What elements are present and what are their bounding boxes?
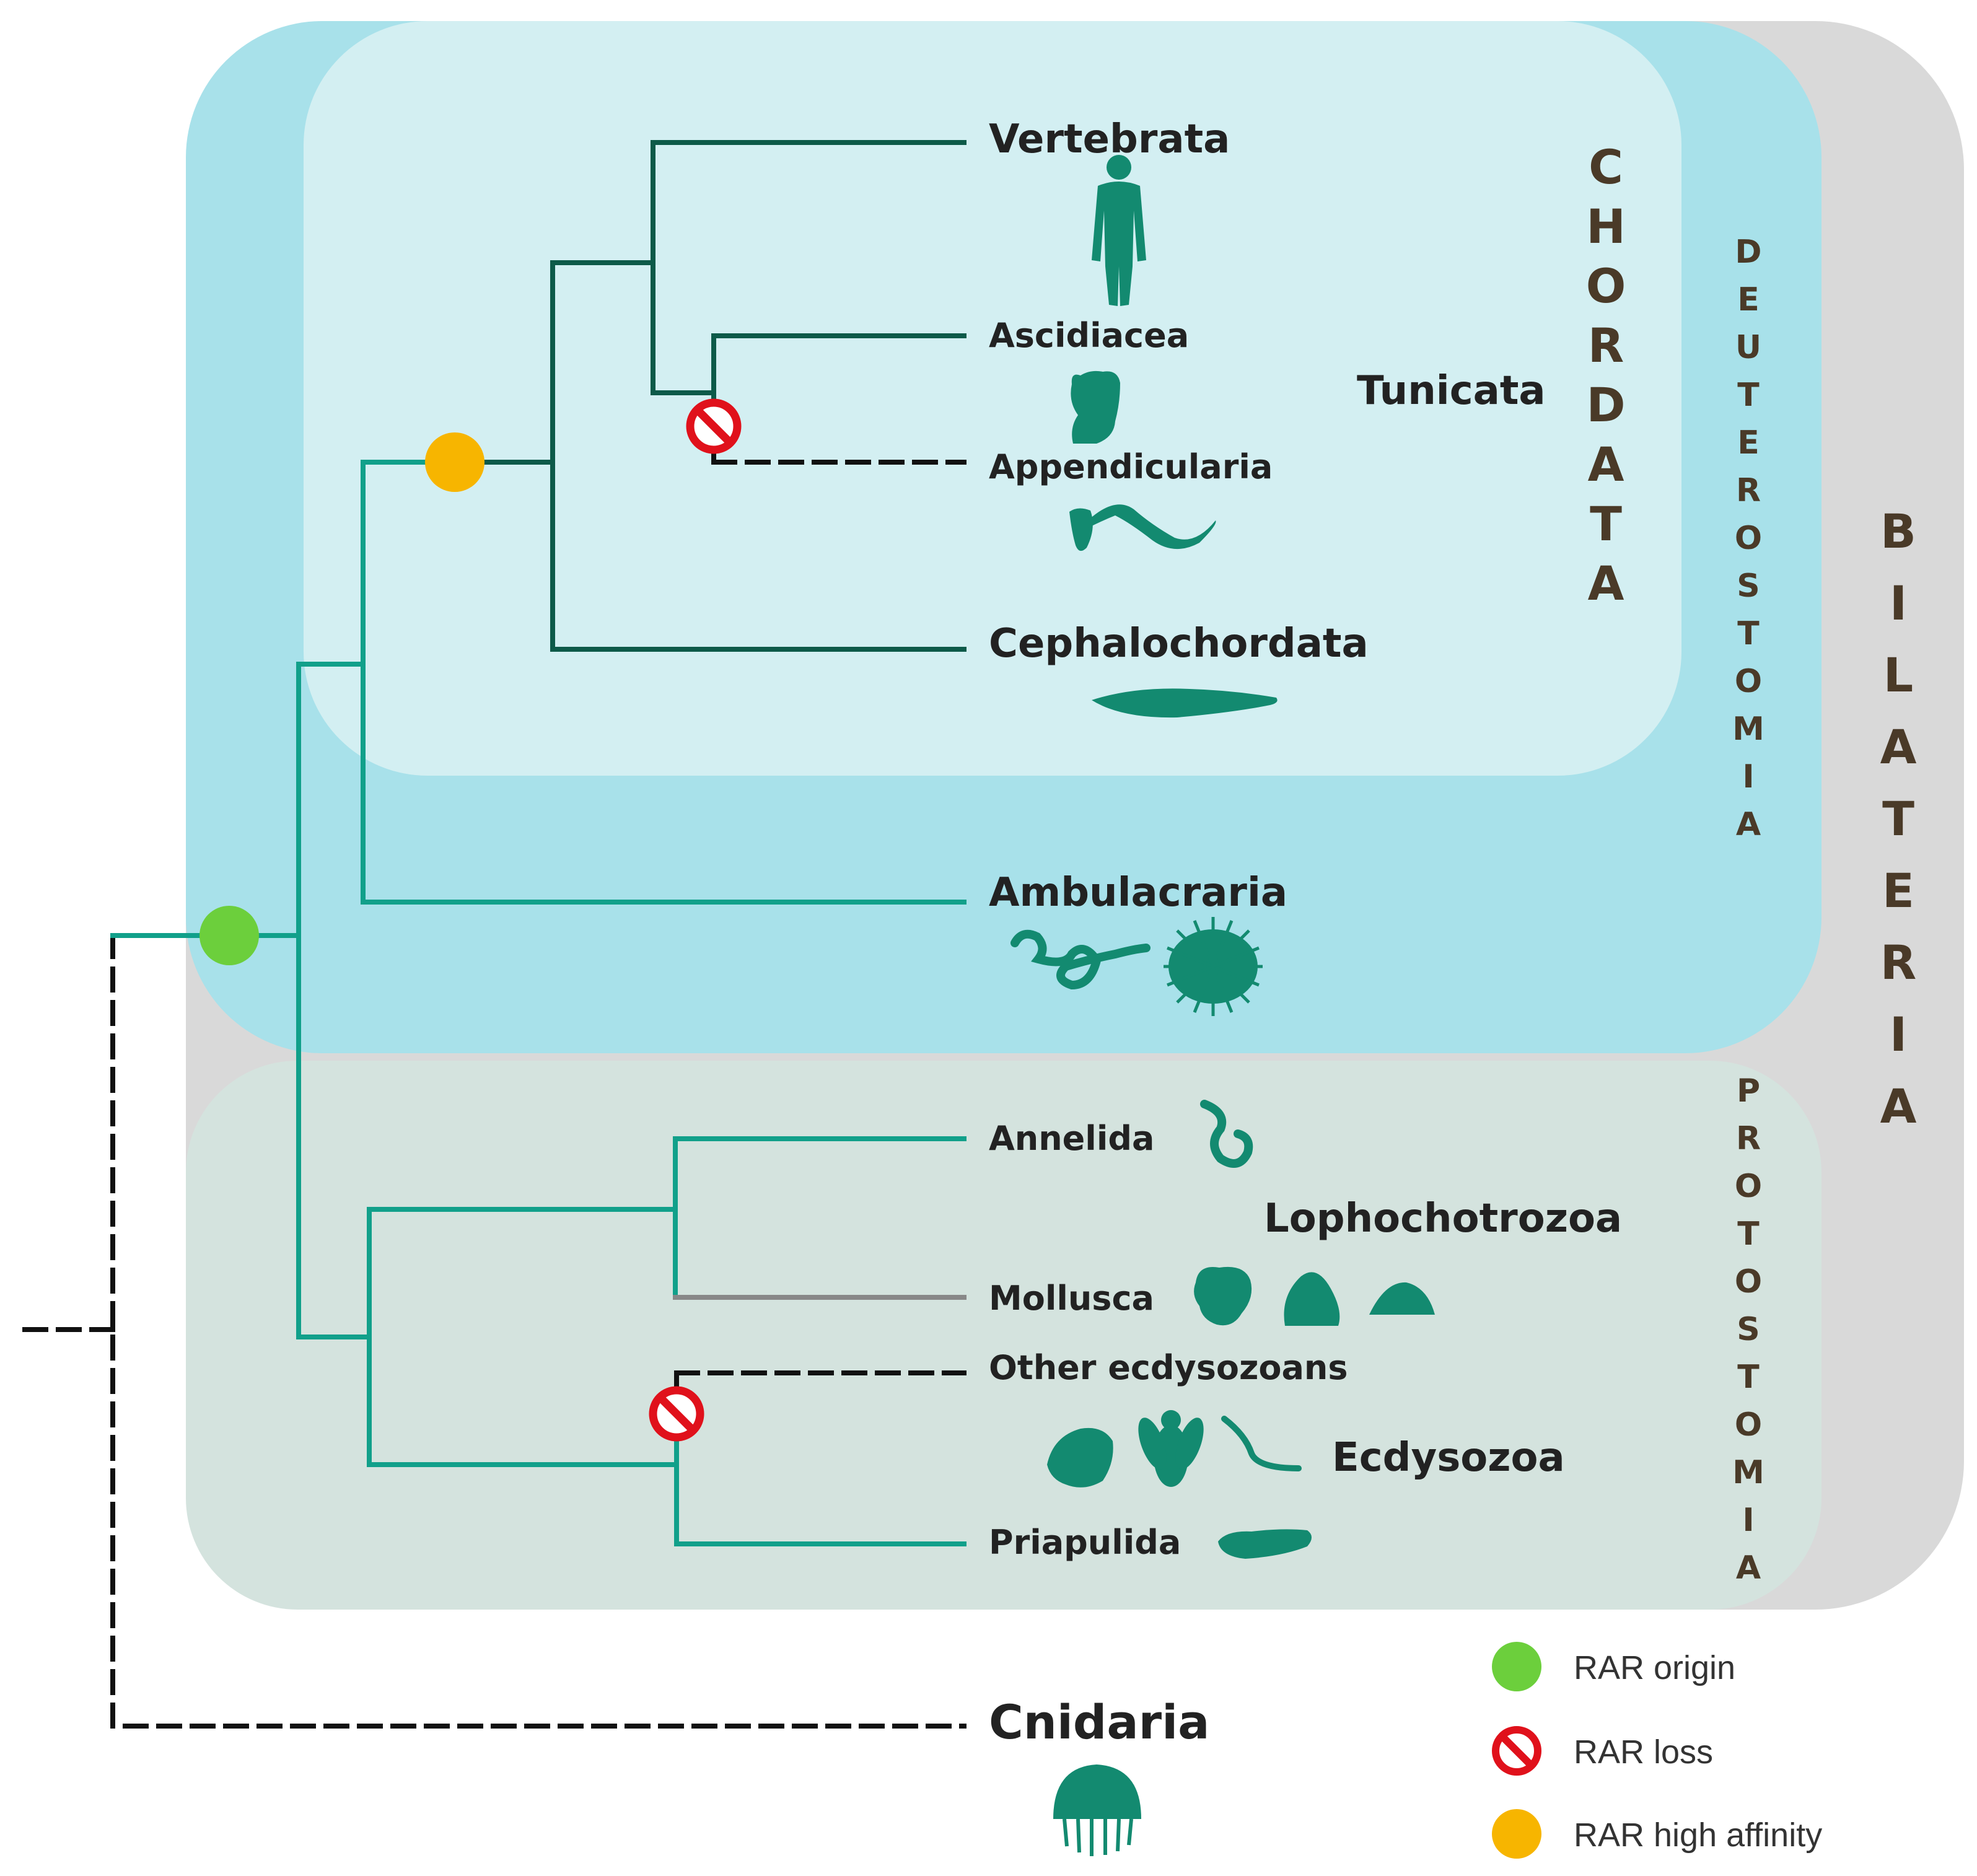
- jellyfish-icon: [1053, 1764, 1141, 1856]
- sea-urchin-icon: [1164, 917, 1263, 1016]
- appendicularian-icon: [1069, 504, 1216, 551]
- taxon-priapulida: Priapulida: [989, 1523, 1181, 1562]
- fly-icon: [1138, 1410, 1204, 1487]
- acorn-worm-icon: [1010, 929, 1151, 990]
- branch-deuterostomia: [296, 460, 967, 905]
- protostomia-box: [186, 1061, 1821, 1610]
- group-ecdysozoa: Ecdysozoa: [1332, 1435, 1565, 1481]
- legend-loss-label: RAR loss: [1574, 1734, 1713, 1771]
- branch-chordata: [550, 140, 967, 652]
- limpet-icon: [1369, 1282, 1435, 1315]
- taxon-ambulacraria: Ambulacraria: [989, 870, 1287, 916]
- rar-origin-marker: [199, 906, 259, 965]
- taxon-other-ecdysozoans: Other ecdysozoans: [989, 1348, 1348, 1387]
- branch-lophotrochozoa: [367, 1136, 967, 1300]
- nematode-icon: [1221, 1416, 1302, 1471]
- ascidian-icon: [1071, 370, 1120, 444]
- octopus-icon: [1194, 1266, 1252, 1326]
- group-lophochotrozoa: Lophochotrozoa: [1264, 1196, 1622, 1242]
- legend-loss-icon: [1492, 1726, 1541, 1776]
- rar-loss-marker-ecdysozoa: [649, 1386, 704, 1442]
- branch-ecdysozoa: [674, 1429, 967, 1546]
- legend-origin-label: RAR origin: [1574, 1649, 1735, 1686]
- rar-loss-marker-tunicata: [686, 398, 742, 454]
- chordata-box: [304, 21, 1681, 776]
- legend-high-affinity-dot: [1492, 1809, 1541, 1859]
- branch-protostomia: [296, 1207, 679, 1467]
- legend: RAR origin RAR loss RAR high affinity: [1492, 1642, 1822, 1859]
- taxon-mollusca: Mollusca: [989, 1279, 1154, 1318]
- legend-origin-dot: [1492, 1642, 1541, 1691]
- taxon-cnidaria: Cnidaria: [989, 1694, 1209, 1750]
- legend-high-affinity-label: RAR high affinity: [1574, 1817, 1822, 1854]
- group-tunicata: Tunicata: [1357, 368, 1546, 414]
- silhouettes: [1010, 155, 1435, 1856]
- branch-cnidaria-root: [22, 933, 967, 1729]
- rar-high-affinity-marker: [425, 432, 484, 492]
- priapulid-icon: [1218, 1529, 1312, 1559]
- crustacean-icon: [1047, 1427, 1113, 1488]
- human-icon: [1092, 155, 1146, 306]
- snail-icon: [1284, 1272, 1340, 1326]
- lancelet-icon: [1092, 688, 1278, 718]
- taxon-vertebrata: Vertebrata: [989, 116, 1230, 162]
- taxon-ascidiacea: Ascidiacea: [989, 316, 1189, 355]
- taxon-annelida: Annelida: [989, 1119, 1154, 1158]
- taxon-cephalochordata: Cephalochordata: [989, 621, 1369, 667]
- taxon-appendicularia: Appendicularia: [989, 447, 1273, 486]
- annelid-worm-icon: [1200, 1100, 1253, 1168]
